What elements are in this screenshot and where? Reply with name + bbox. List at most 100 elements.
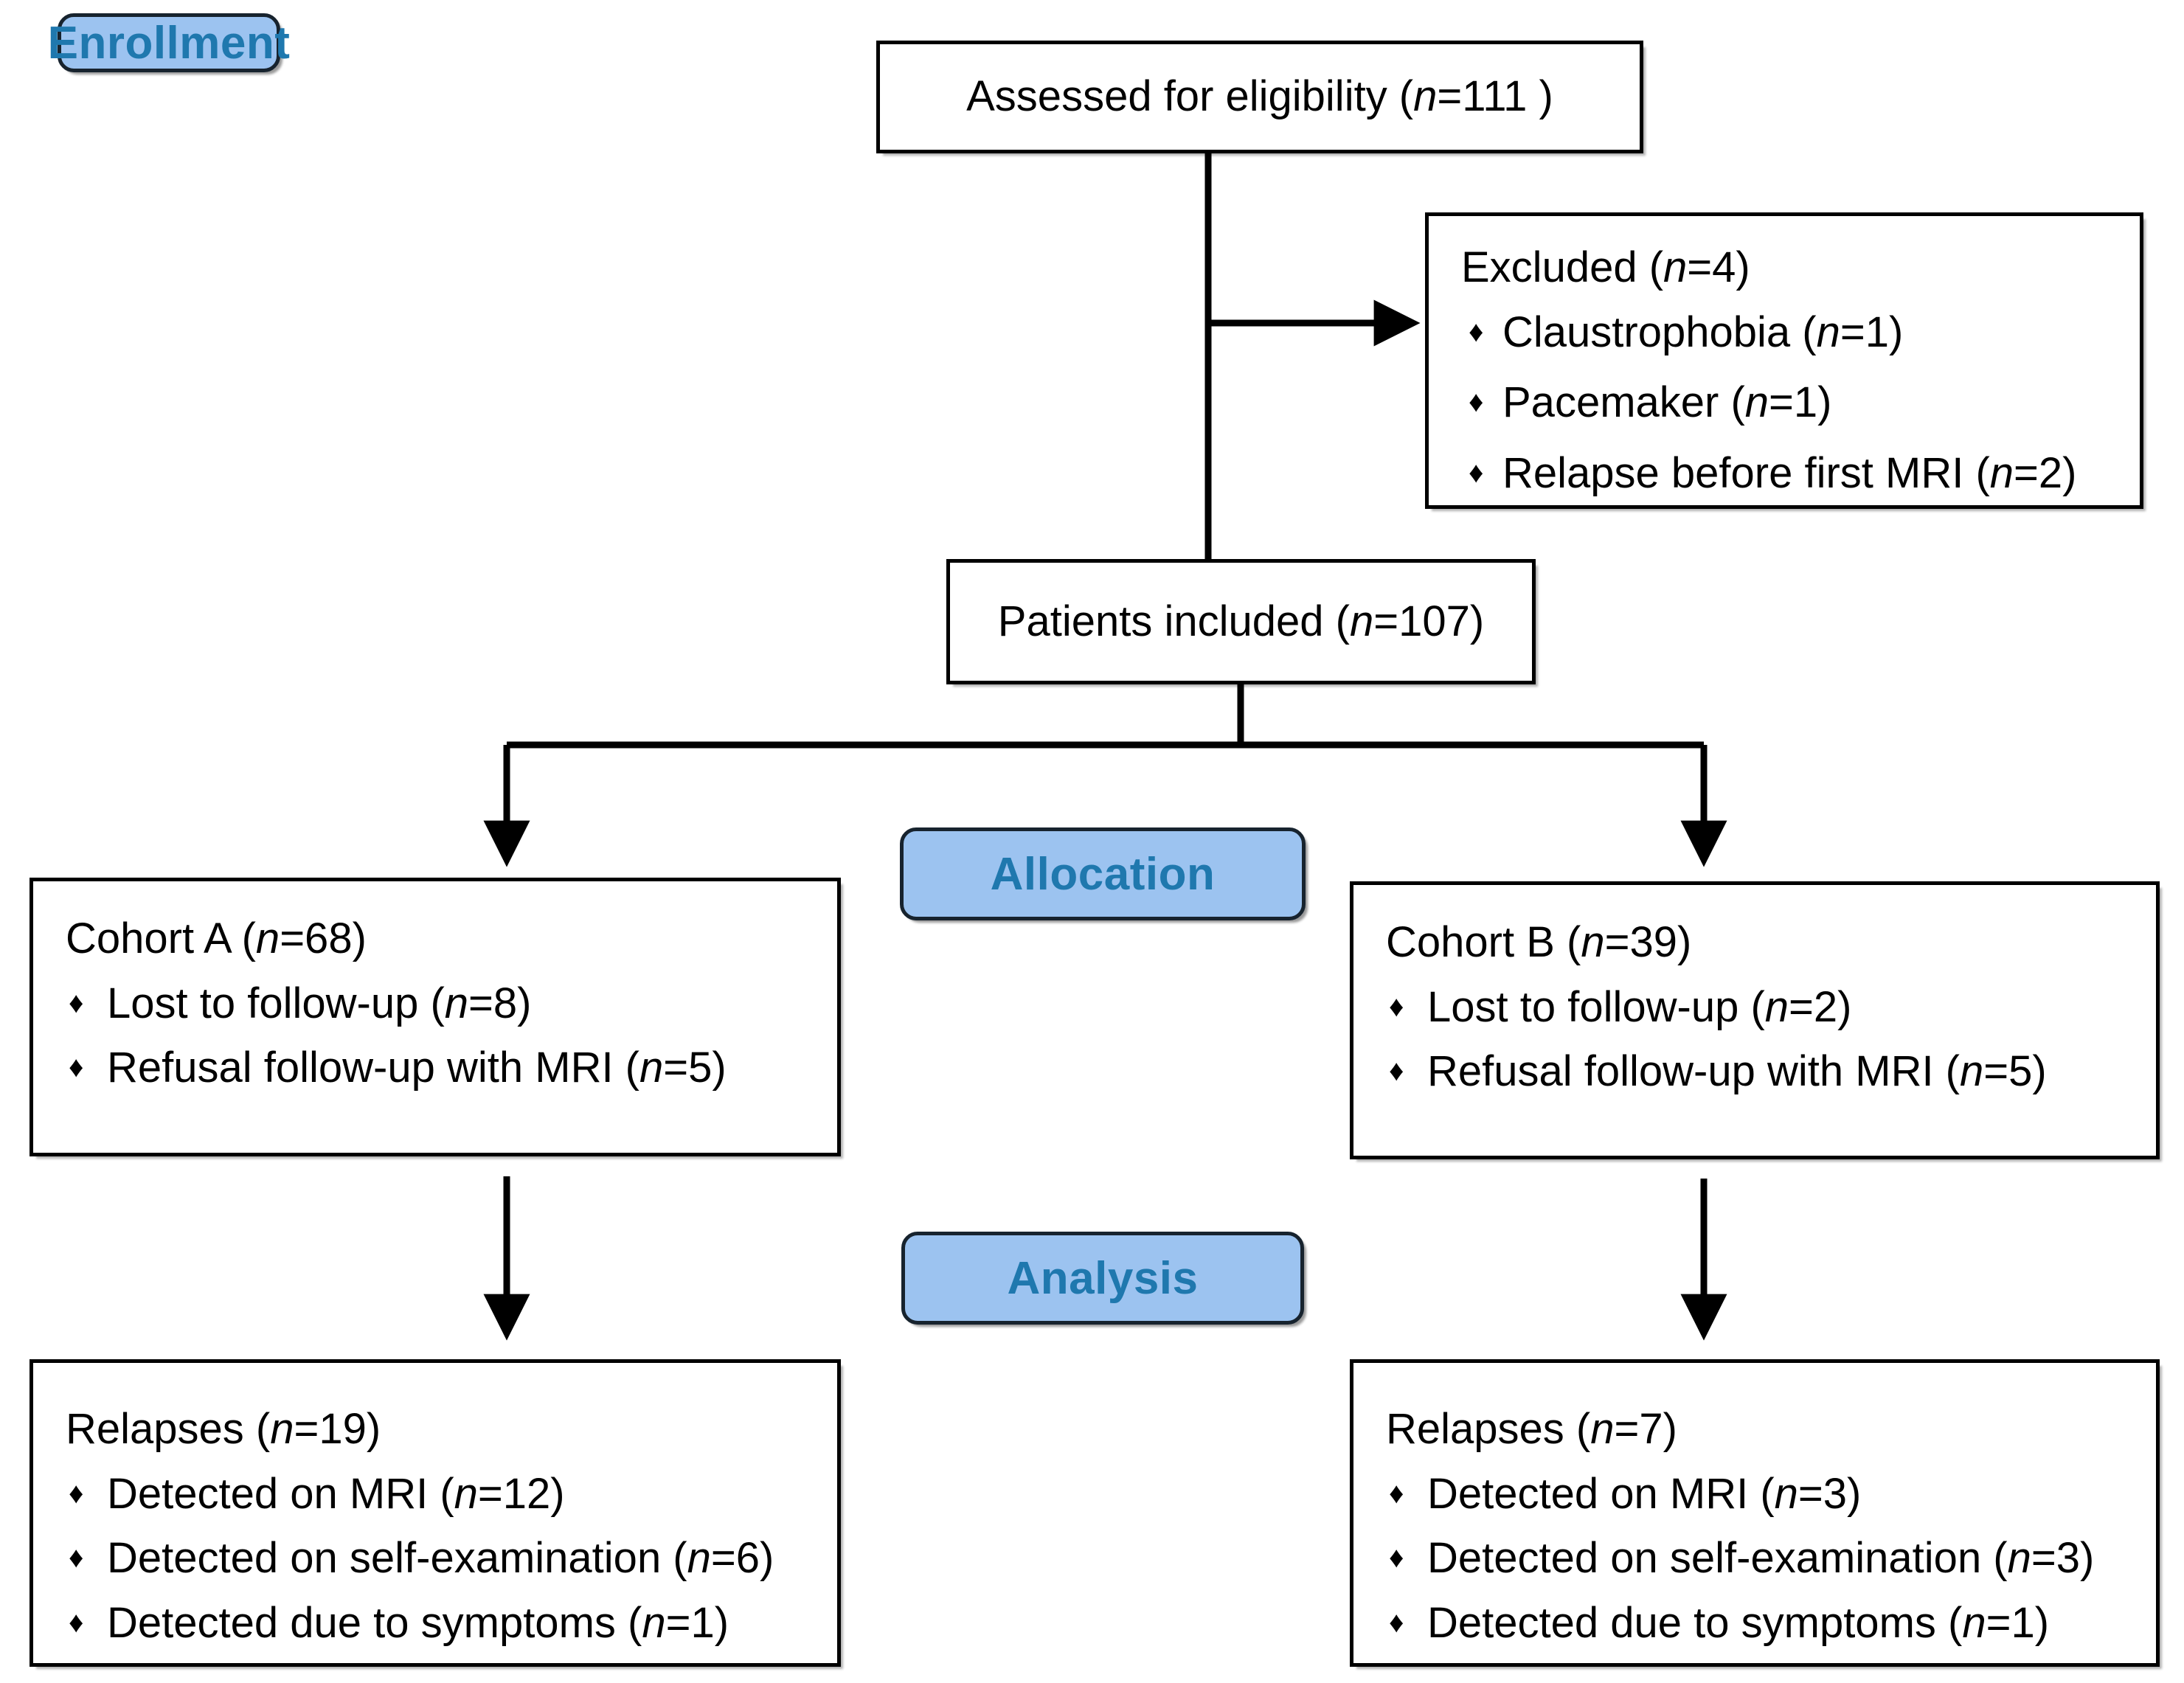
cohort-b-n-symbol: n	[1581, 918, 1605, 966]
excluded-item-value: =1)	[1769, 378, 1832, 427]
excluded-item-label: Claustrophobia (	[1502, 308, 1817, 356]
included-n-symbol: n	[1349, 597, 1374, 645]
diamond-bullet-icon: ♦	[1389, 1541, 1404, 1575]
excluded-n-symbol: n	[1663, 243, 1688, 291]
diamond-bullet-icon: ♦	[69, 1541, 84, 1575]
list-item: ♦ Lost to follow-up (n=8)	[66, 981, 815, 1026]
assessed-n-symbol: n	[1413, 72, 1438, 121]
phase-label-analysis: Analysis	[1007, 1252, 1199, 1304]
cohort-b-headline: Cohort B (n=39)	[1386, 920, 2134, 965]
list-item: ♦ Detected due to symptoms (n=1)	[66, 1600, 815, 1645]
assessed-text-before: Assessed for eligibility (	[966, 72, 1414, 121]
cohort-a-headline-before: Cohort A (	[66, 915, 256, 962]
relapses-b-item-value: =1)	[1986, 1598, 2050, 1647]
excluded-item-label: Pacemaker (	[1502, 378, 1745, 427]
relapses-b-item-label: Detected on self-examination (	[1427, 1534, 2008, 1583]
relapses-b-item-n-symbol: n	[2007, 1534, 2031, 1583]
relapses-b-item-value: =3)	[2031, 1534, 2095, 1583]
diamond-bullet-icon: ♦	[69, 1051, 84, 1084]
list-item: ♦ Relapse before first MRI (n=2)	[1461, 451, 2118, 496]
relapses-a-item-n-symbol: n	[642, 1598, 666, 1647]
included-text-before: Patients included (	[997, 597, 1350, 645]
list-item: ♦ Detected on self-examination (n=3)	[1386, 1535, 2134, 1580]
cohort-a-item-n-symbol: n	[639, 1044, 664, 1092]
cohort-b-item-n-symbol: n	[1960, 1047, 1984, 1096]
relapses-a-n-symbol: n	[270, 1405, 294, 1453]
cohort-b-item-value: =2)	[1789, 982, 1852, 1031]
diamond-bullet-icon: ♦	[69, 1476, 84, 1510]
relapses-a-item-value: =1)	[665, 1598, 729, 1647]
cohort-b-headline-before: Cohort B (	[1386, 918, 1581, 966]
relapses-a-headline: Relapses (n=19)	[66, 1405, 815, 1453]
cohort-b-list: ♦ Lost to follow-up (n=2) ♦ Refusal foll…	[1386, 985, 2134, 1094]
relapses-b-headline-before: Relapses (	[1386, 1405, 1591, 1453]
cohort-a-headline: Cohort A (n=68)	[66, 915, 815, 962]
excluded-item-value: =1)	[1840, 308, 1904, 356]
phase-pill-enrollment[interactable]: Enrollment	[48, 13, 290, 72]
cohort-b-item-label: Refusal follow-up with MRI (	[1427, 1047, 1960, 1096]
diamond-bullet-icon: ♦	[69, 1606, 84, 1639]
excluded-item-label: Relapse before first MRI (	[1502, 448, 1990, 497]
excluded-item-n-symbol: n	[1816, 308, 1840, 356]
diamond-bullet-icon: ♦	[1389, 1055, 1404, 1088]
cohort-b-headline-after: =39)	[1604, 918, 1692, 966]
relapses-a-item-value: =12)	[477, 1469, 565, 1518]
included-text: Patients included (n=107)	[997, 597, 1485, 645]
node-excluded[interactable]: Excluded (n=4) ♦ Claustrophobia (n=1) ♦ …	[1425, 212, 2143, 509]
excluded-headline: Excluded (n=4)	[1461, 243, 2118, 291]
list-item: ♦ Detected due to symptoms (n=1)	[1386, 1600, 2134, 1645]
excluded-reason-list: ♦ Claustrophobia (n=1) ♦ Pacemaker (n=1)…	[1461, 310, 2118, 496]
cohort-a-n-symbol: n	[255, 915, 280, 962]
cohort-a-item-label: Lost to follow-up (	[107, 979, 445, 1027]
diamond-bullet-icon: ♦	[1389, 1606, 1404, 1639]
relapses-b-item-n-symbol: n	[1962, 1598, 1986, 1647]
assessed-text: Assessed for eligibility (n=111 )	[966, 72, 1553, 121]
included-text-after: =107)	[1373, 597, 1485, 645]
relapses-a-list: ♦ Detected on MRI (n=12) ♦ Detected on s…	[66, 1471, 815, 1645]
relapses-b-item-value: =3)	[1798, 1469, 1862, 1518]
excluded-item-n-symbol: n	[1989, 448, 2014, 497]
node-cohort-a[interactable]: Cohort A (n=68) ♦ Lost to follow-up (n=8…	[30, 878, 841, 1156]
cohort-b-item-value: =5)	[1983, 1047, 2047, 1096]
list-item: ♦ Detected on MRI (n=12)	[66, 1471, 815, 1516]
phase-pill-allocation[interactable]: Allocation	[900, 827, 1306, 920]
list-item: ♦ Claustrophobia (n=1)	[1461, 310, 2118, 355]
cohort-a-item-value: =8)	[468, 979, 532, 1027]
phase-pill-analysis[interactable]: Analysis	[901, 1232, 1304, 1325]
relapses-b-n-symbol: n	[1590, 1405, 1615, 1453]
diamond-bullet-icon: ♦	[1469, 315, 1484, 348]
relapses-b-headline-after: =7)	[1614, 1405, 1677, 1453]
diamond-bullet-icon: ♦	[1389, 1476, 1404, 1510]
relapses-a-item-label: Detected on MRI (	[107, 1469, 454, 1518]
diamond-bullet-icon: ♦	[1469, 456, 1484, 489]
node-patients-included[interactable]: Patients included (n=107)	[946, 559, 1536, 684]
node-assessed-for-eligibility[interactable]: Assessed for eligibility (n=111 )	[876, 41, 1643, 153]
relapses-a-item-n-symbol: n	[454, 1469, 478, 1518]
phase-label-enrollment: Enrollment	[47, 17, 291, 69]
relapses-b-headline: Relapses (n=7)	[1386, 1405, 2134, 1453]
node-relapses-cohort-b[interactable]: Relapses (n=7) ♦ Detected on MRI (n=3) ♦…	[1350, 1359, 2160, 1667]
diamond-bullet-icon: ♦	[69, 986, 84, 1019]
cohort-a-item-n-symbol: n	[444, 979, 469, 1027]
cohort-a-list: ♦ Lost to follow-up (n=8) ♦ Refusal foll…	[66, 981, 815, 1091]
cohort-a-item-label: Refusal follow-up with MRI (	[107, 1044, 639, 1092]
relapses-a-item-label: Detected on self-examination (	[107, 1534, 687, 1583]
excluded-headline-before: Excluded (	[1461, 243, 1664, 291]
relapses-a-item-label: Detected due to symptoms (	[107, 1598, 642, 1647]
relapses-a-item-value: =6)	[710, 1534, 774, 1583]
relapses-b-list: ♦ Detected on MRI (n=3) ♦ Detected on se…	[1386, 1471, 2134, 1645]
cohort-b-item-label: Lost to follow-up (	[1427, 982, 1765, 1031]
list-item: ♦ Detected on self-examination (n=6)	[66, 1535, 815, 1580]
excluded-item-n-symbol: n	[1744, 378, 1769, 427]
list-item: ♦ Pacemaker (n=1)	[1461, 380, 2118, 425]
list-item: ♦ Refusal follow-up with MRI (n=5)	[1386, 1049, 2134, 1094]
node-cohort-b[interactable]: Cohort B (n=39) ♦ Lost to follow-up (n=2…	[1350, 881, 2160, 1159]
assessed-text-after: =111 )	[1437, 72, 1553, 121]
relapses-b-item-label: Detected due to symptoms (	[1427, 1598, 1963, 1647]
relapses-a-item-n-symbol: n	[687, 1534, 711, 1583]
relapses-a-headline-before: Relapses (	[66, 1405, 271, 1453]
cohort-a-headline-after: =68)	[280, 915, 367, 962]
cohort-b-item-n-symbol: n	[1764, 982, 1789, 1031]
node-relapses-cohort-a[interactable]: Relapses (n=19) ♦ Detected on MRI (n=12)…	[30, 1359, 841, 1667]
relapses-b-item-label: Detected on MRI (	[1427, 1469, 1775, 1518]
